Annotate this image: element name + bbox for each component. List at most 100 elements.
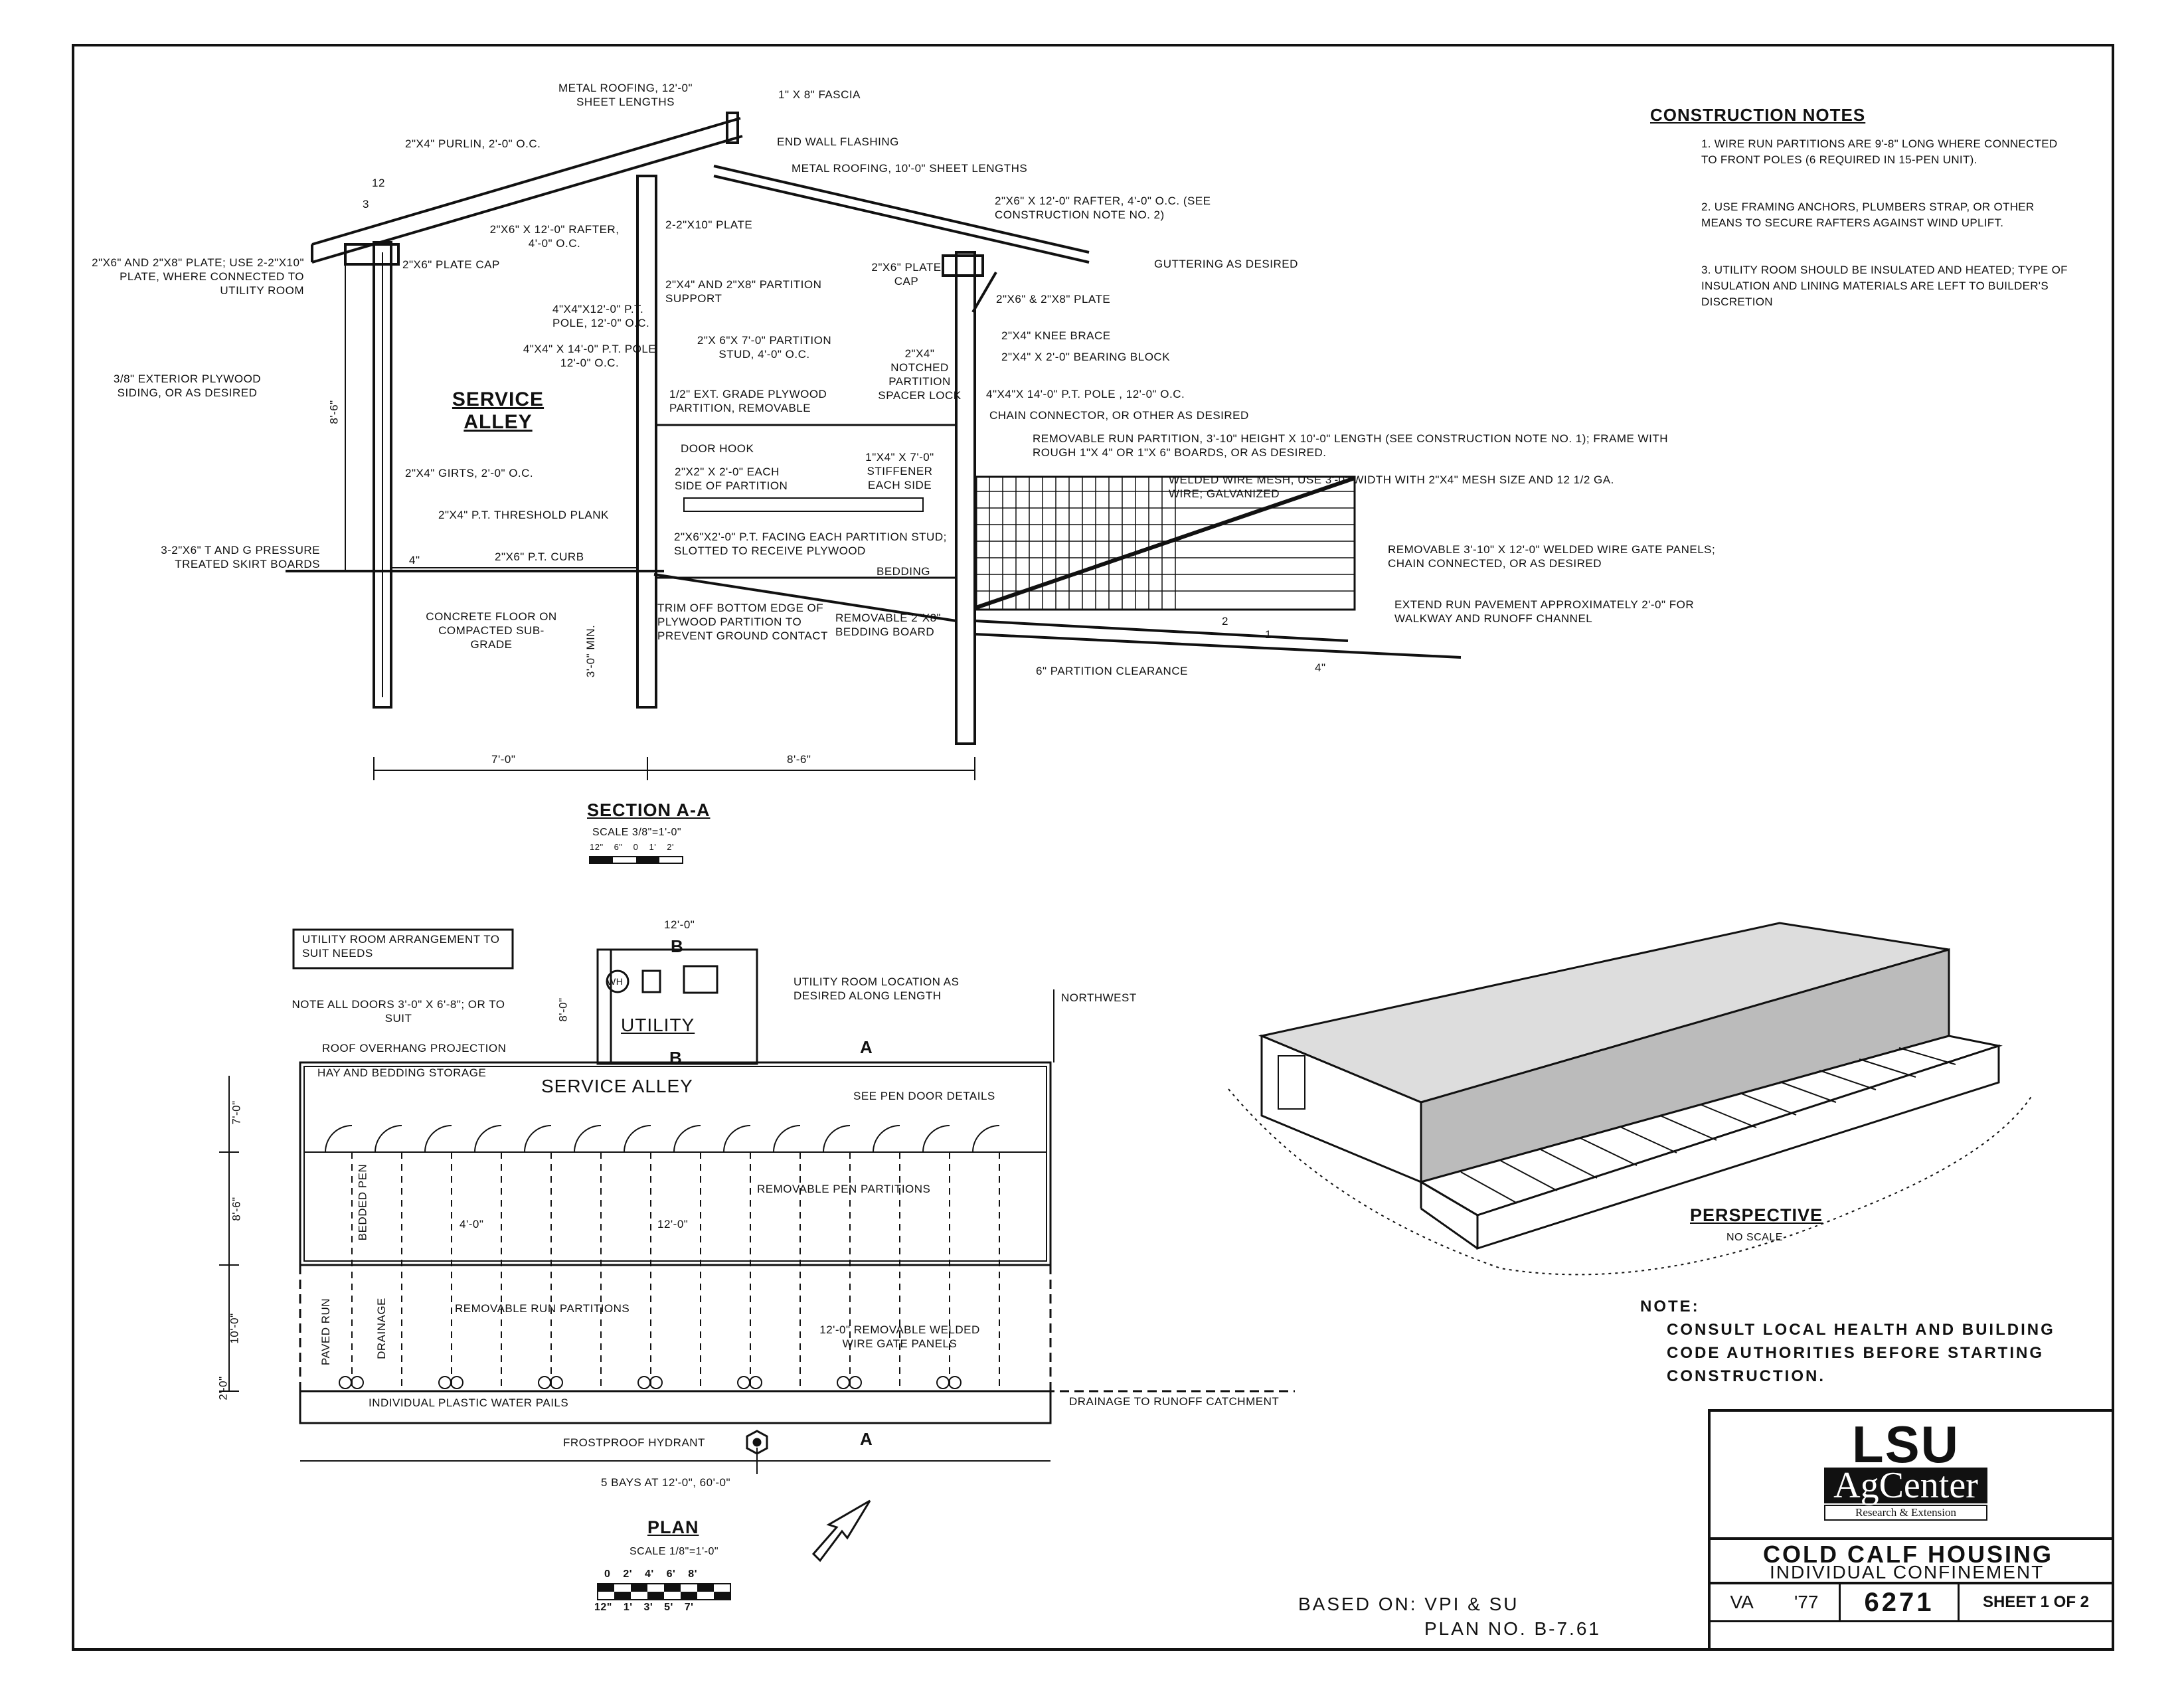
label-plate-cap-right: 2"x6" PLATE CAP — [871, 261, 942, 288]
label-bearing-block: 2"x4" x 2'-0" BEARING BLOCK — [1001, 351, 1171, 363]
label-partition-stud: 2"x 6"x 7'-0" PARTITION STUD, 4'-0" O.C. — [697, 334, 832, 361]
plan-scale-bar — [597, 1583, 731, 1600]
plan-paved-run: PAVED RUN — [319, 1298, 333, 1366]
label-gate-panels: REMOVABLE 3'-10" x 12'-0" WELDED WIRE GA… — [1388, 543, 1716, 570]
plan-utility-location: UTILITY ROOM LOCATION AS DESIRED ALONG L… — [794, 975, 960, 1002]
label-rafter-left: 2"x6" x 12'-0" RAFTER, 4'-0" O.C. — [489, 223, 620, 250]
label-partition-clearance: 6" PARTITION CLEARANCE — [1036, 665, 1188, 677]
label-plate-cap-left: 2"x6" PLATE CAP — [402, 258, 500, 271]
label-plate-left: 2"x6" AND 2"x8" PLATE; USE 2-2"x10" PLAT… — [92, 256, 304, 297]
label-girts: 2"x4" GIRTS, 2'-0" O.C. — [405, 467, 534, 479]
plan-dim-10: 10'-0" — [228, 1313, 241, 1344]
construction-note-1: 1. WIRE RUN PARTITIONS ARE 9'-8" LONG WH… — [1701, 137, 2058, 166]
label-plate-2x10: 2-2"x10" PLATE — [665, 218, 753, 231]
section-scale-bar — [589, 856, 683, 864]
title-block-divider-1 — [1708, 1537, 2114, 1540]
title-block-year: '77 — [1794, 1592, 1819, 1612]
title-block-state: VA — [1730, 1592, 1754, 1612]
warning-label: NOTE: — [1640, 1298, 1700, 1315]
plan-scale-top: 0 2' 4' 6' 8' — [604, 1568, 697, 1580]
label-cleats: 2"x2" x 2'-0" EACH SIDE OF PARTITION — [675, 465, 788, 492]
section-scale-ticks: 12" 6" 0 1' 2' — [590, 842, 675, 852]
label-spacer-lock: 2"x4" NOTCHED PARTITION SPACER LOCK — [878, 347, 962, 402]
section-dim-2: 2 — [1222, 615, 1228, 628]
logo-sub-text: Research & Extension — [1824, 1505, 1987, 1521]
plan-section-a-top: A — [860, 1037, 873, 1057]
plan-northwest: NORTHWEST — [1061, 991, 1137, 1004]
label-trim-plywood: TRIM OFF BOTTOM EDGE OF PLYWOOD PARTITIO… — [657, 602, 828, 642]
plan-run-partitions: REMOVABLE RUN PARTITIONS — [455, 1302, 630, 1315]
label-stiffener: 1"x4" x 7'-0" STIFFENER EACH SIDE — [865, 451, 934, 491]
plan-scale: SCALE 1/8"=1'-0" — [630, 1546, 719, 1557]
label-concrete-floor: CONCRETE FLOOR ON COMPACTED SUB-GRADE — [426, 610, 557, 651]
construction-notes-title: CONSTRUCTION NOTES — [1650, 105, 1866, 125]
plan-runoff: DRAINAGE TO RUNOFF CATCHMENT — [1069, 1395, 1280, 1408]
section-dim-left: 7'-0" — [491, 753, 516, 766]
plan-scale-bottom: 12" 1' 3' 5' 7' — [594, 1602, 694, 1613]
plan-pen-partitions: REMOVABLE PEN PARTITIONS — [757, 1183, 931, 1195]
section-dim-4in-a: 4" — [409, 554, 420, 566]
label-plate-2x6-2x8: 2"x6" & 2"x8" PLATE — [996, 293, 1111, 305]
label-removable-run: REMOVABLE RUN PARTITION, 3'-10" HEIGHT x… — [1033, 432, 1668, 459]
logo-lsu-text: LSU — [1852, 1415, 1960, 1474]
plan-dim-8: 8'-0" — [556, 997, 570, 1022]
construction-note-2: 2. USE FRAMING ANCHORS, PLUMBERS STRAP, … — [1701, 201, 2035, 229]
plan-bedded-pen: BEDDED PEN — [356, 1163, 369, 1241]
plan-gate-panels: 12'-0" REMOVABLE WELDED WIRE GATE PANELS — [819, 1323, 980, 1350]
label-bedding-board: REMOVABLE 2"x8" BEDDING BOARD — [835, 612, 942, 638]
plan-water-pails: INDIVIDUAL PLASTIC WATER PAILS — [369, 1396, 569, 1409]
label-partition-support: 2"x4" AND 2"x8" PARTITION SUPPORT — [665, 278, 822, 305]
label-door-hook: DOOR HOOK — [681, 442, 754, 455]
label-curb: 2"x6" P.T. CURB — [495, 550, 584, 563]
plan-dim-12-top: 12'-0" — [664, 918, 695, 931]
section-dim-3: 3 — [363, 198, 369, 211]
warning-line-3: CONSTRUCTION. — [1667, 1367, 1825, 1385]
plan-water-heater: WH — [607, 976, 624, 987]
label-plywood-siding: 3/8" EXTERIOR PLYWOOD SIDING, OR AS DESI… — [113, 373, 262, 399]
plan-section-a-bottom: A — [860, 1429, 873, 1449]
drawing-sheet-border — [72, 44, 2114, 1651]
plan-hydrant: FROSTPROOF HYDRANT — [563, 1436, 705, 1449]
based-on-line-1: BASED ON: VPI & SU — [1298, 1594, 1519, 1614]
label-facing: 2"x6"x2'-0" P.T. FACING EACH PARTITION S… — [674, 531, 947, 557]
section-scale: SCALE 3/8"=1'-0" — [592, 827, 682, 838]
plan-dim-4: 4'-0" — [460, 1218, 484, 1230]
label-rafter-right: 2"x6" x 12'-0" RAFTER, 4'-0" O.C. (SEE C… — [995, 195, 1211, 221]
label-knee-brace: 2"x4" KNEE BRACE — [1001, 329, 1111, 342]
title-block-subtitle: INDIVIDUAL CONFINEMENT — [1770, 1562, 2045, 1582]
plan-dim-7: 7'-0" — [230, 1100, 243, 1125]
label-chain-connector: CHAIN CONNECTOR, OR OTHER AS DESIRED — [989, 409, 1249, 422]
plan-drainage: DRAINAGE — [375, 1298, 388, 1359]
label-bedding: BEDDING — [877, 565, 930, 578]
perspective-scale: NO SCALE — [1726, 1232, 1783, 1243]
section-dim-4in-b: 4" — [1315, 661, 1326, 674]
plan-utility-label: UTILITY — [621, 1015, 695, 1035]
section-dim-height: 8'-6" — [327, 400, 341, 424]
plan-section-b-top: B — [671, 936, 684, 956]
label-metal-roofing-10: METAL ROOFING, 10'-0" SHEET LENGTHS — [792, 162, 1028, 175]
label-end-wall-flashing: END WALL FLASHING — [777, 135, 899, 148]
perspective-title: PERSPECTIVE — [1690, 1205, 1823, 1225]
section-dim-1: 1 — [1265, 628, 1272, 641]
label-skirt-boards: 3-2"x6" T AND G PRESSURE TREATED SKIRT B… — [161, 544, 320, 570]
section-dim-right: 8'-6" — [787, 753, 811, 766]
label-plywood-partition: 1/2" EXT. GRADE PLYWOOD PARTITION, REMOV… — [669, 388, 827, 414]
label-guttering: GUTTERING AS DESIRED — [1154, 258, 1298, 270]
title-block-plan-number: 6271 — [1839, 1582, 1960, 1622]
label-run-pavement: EXTEND RUN PAVEMENT APPROXIMATELY 2'-0" … — [1394, 598, 1695, 625]
label-purlin: 2"x4" PURLIN, 2'-0" O.C. — [405, 137, 541, 150]
section-title: SECTION A-A — [587, 800, 711, 820]
lsu-agcenter-logo: LSU AgCenter Research & Extension — [1816, 1415, 1995, 1527]
section-service-alley: SERVICE ALLEY — [452, 388, 545, 433]
title-block-state-year: VA '77 — [1708, 1582, 1841, 1622]
label-welded-wire: WELDED WIRE MESH, USE 3'-0" WIDTH WITH 2… — [1169, 473, 1614, 500]
warning-line-2: CODE AUTHORITIES BEFORE STARTING — [1667, 1344, 2045, 1362]
plan-doors-note: NOTE ALL DOORS 3'-0" x 6'-8"; OR TO SUIT — [292, 998, 505, 1025]
based-on-line-2: PLAN NO. B-7.61 — [1424, 1618, 1601, 1639]
label-metal-roofing-12: METAL ROOFING, 12'-0" SHEET LENGTHS — [558, 82, 693, 108]
plan-dim-2: 2'-0" — [216, 1376, 230, 1400]
logo-agcenter-text: AgCenter — [1824, 1467, 1987, 1504]
